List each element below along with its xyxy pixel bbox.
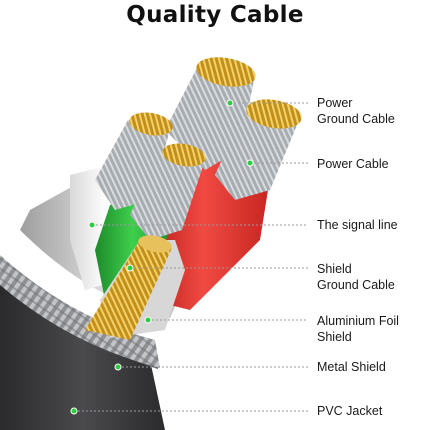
- label-shield-ground-cable: Shield Ground Cable: [317, 261, 395, 293]
- label-power-cable: Power Cable: [317, 156, 389, 172]
- label-metal-shield: Metal Shield: [317, 359, 386, 375]
- label-signal-line: The signal line: [317, 217, 398, 233]
- label-pvc-jacket: PVC Jacket: [317, 403, 382, 419]
- label-aluminium-foil-shield: Aluminium Foil Shield: [317, 313, 399, 345]
- label-power-ground-cable: Power Ground Cable: [317, 95, 395, 127]
